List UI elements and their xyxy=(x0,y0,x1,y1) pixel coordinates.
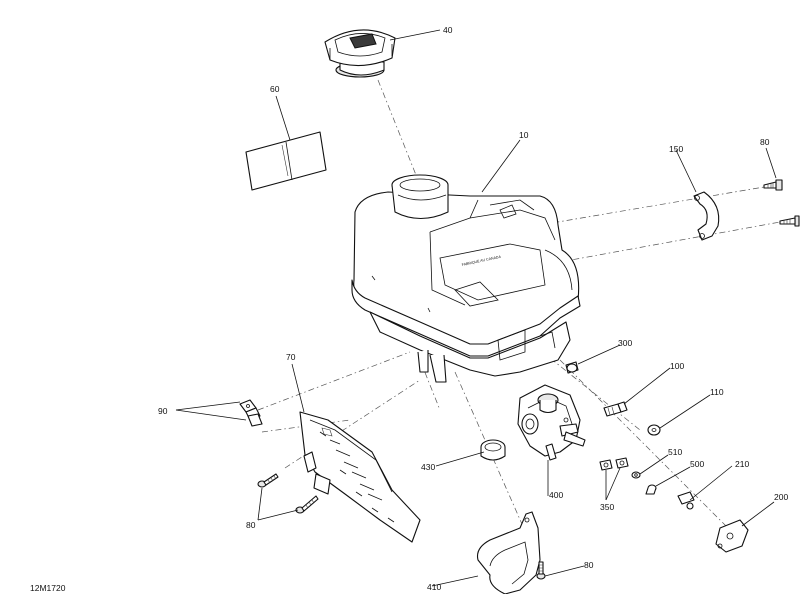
clips-90[interactable] xyxy=(239,399,263,427)
drawing-code: 12M1720 xyxy=(30,583,66,593)
callout-100: 100 xyxy=(670,361,684,371)
screw-left-lower[interactable] xyxy=(295,495,319,514)
callout-510: 510 xyxy=(668,447,682,457)
grommet-210[interactable] xyxy=(677,491,695,510)
oil-tank[interactable] xyxy=(351,174,581,383)
strap-410[interactable] xyxy=(476,511,541,594)
callout-200: 200 xyxy=(774,492,788,502)
callout-210: 210 xyxy=(735,459,749,469)
callout-90: 90 xyxy=(158,406,168,416)
screw-bottom[interactable] xyxy=(536,561,546,580)
callout-500: 500 xyxy=(690,459,704,469)
callout-60: 60 xyxy=(270,84,280,94)
callout-430: 430 xyxy=(421,462,435,472)
fasteners-350[interactable] xyxy=(599,457,629,471)
callout-80-left: 80 xyxy=(246,520,256,530)
fitting-300[interactable] xyxy=(566,363,578,373)
callout-70: 70 xyxy=(286,352,296,362)
bracket-200[interactable] xyxy=(715,519,749,553)
callout-labels: 40 60 10 150 80 300 70 100 110 90 430 51… xyxy=(158,25,788,592)
screw-lower[interactable] xyxy=(779,215,800,227)
oil-pump[interactable] xyxy=(517,384,586,461)
callout-400: 400 xyxy=(549,490,563,500)
callout-110: 110 xyxy=(710,387,724,397)
washer-110[interactable] xyxy=(647,424,661,436)
callout-300: 300 xyxy=(618,338,632,348)
bolt-100[interactable] xyxy=(603,401,628,417)
callout-40: 40 xyxy=(443,25,453,35)
support-plate[interactable] xyxy=(299,411,421,543)
callout-10: 10 xyxy=(519,130,529,140)
washer-510[interactable] xyxy=(631,471,641,479)
callout-80-upper: 80 xyxy=(760,137,770,147)
screw-left-upper[interactable] xyxy=(257,473,279,488)
screw-500[interactable] xyxy=(645,484,657,495)
fuel-cap[interactable] xyxy=(324,29,396,78)
screw-upper[interactable] xyxy=(763,179,783,191)
decal-label[interactable] xyxy=(245,131,327,191)
callout-350: 350 xyxy=(600,502,614,512)
callout-80-bottom: 80 xyxy=(584,560,594,570)
leader-lines xyxy=(175,29,777,587)
hose-clamp[interactable] xyxy=(480,439,506,461)
callout-410: 410 xyxy=(427,582,441,592)
bracket[interactable] xyxy=(693,191,720,241)
callout-150: 150 xyxy=(669,144,683,154)
